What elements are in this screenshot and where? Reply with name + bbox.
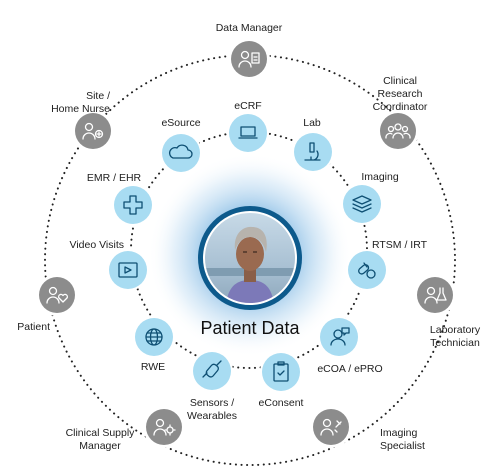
source-node-rwe xyxy=(133,316,175,358)
layers-icon xyxy=(352,195,372,213)
source-node-lab xyxy=(292,131,334,173)
source-label-rtsm-irt: RTSM / IRT xyxy=(372,239,428,251)
source-label-video-visits: Video Visits xyxy=(69,239,124,251)
source-label-rwe: RWE xyxy=(140,361,166,373)
role-node-imaging-specialist xyxy=(310,406,352,448)
source-label-lab: Lab xyxy=(303,117,321,129)
source-label-ecoa-epro: eCOA / ePRO xyxy=(317,363,383,375)
role-node-patient xyxy=(36,274,78,316)
person-lab-icon xyxy=(424,286,447,304)
wearable-icon xyxy=(202,360,222,378)
role-label-patient: Patient xyxy=(17,321,50,333)
cloud-icon xyxy=(169,144,193,159)
source-node-rtsm-irt xyxy=(346,249,388,291)
role-node-laboratory-technician xyxy=(414,274,456,316)
laptop-icon xyxy=(238,126,258,139)
source-node-sensors-wearables xyxy=(191,350,233,392)
role-label-data-manager: Data Manager xyxy=(215,22,283,34)
source-label-ecrf: eCRF xyxy=(234,100,262,112)
person-heart-icon xyxy=(46,286,68,304)
role-node-data-manager xyxy=(228,38,270,80)
role-node-clinical-supply-manager xyxy=(143,406,185,448)
source-label-imaging: Imaging xyxy=(361,171,399,183)
source-label-econsent: eConsent xyxy=(258,397,304,409)
source-node-esource xyxy=(160,132,202,174)
source-label-sensors-wearables: Sensors /Wearables xyxy=(187,397,237,422)
person-chat-icon xyxy=(330,327,350,346)
source-node-imaging xyxy=(341,183,383,225)
role-node-site-home-nurse xyxy=(72,110,114,152)
source-node-emr-ehr xyxy=(112,184,154,226)
outer-dotted-ring xyxy=(44,54,456,466)
person-plus-icon xyxy=(82,122,104,140)
center-title: Patient Data xyxy=(200,318,300,338)
person-gear-icon xyxy=(153,418,176,436)
source-label-esource: eSource xyxy=(161,117,201,129)
globe-icon xyxy=(145,328,163,346)
person-imaging-icon xyxy=(320,418,342,436)
role-label-site-home-nurse: Site /Home Nurse xyxy=(51,90,110,115)
source-node-video-visits xyxy=(107,249,149,291)
video-play-icon xyxy=(118,262,138,278)
role-node-clinical-research-coordinator xyxy=(377,110,419,152)
group-icon xyxy=(385,123,411,139)
medical-cross-icon xyxy=(123,195,143,215)
patient-photo xyxy=(204,212,296,304)
source-node-ecoa-epro xyxy=(318,316,360,358)
person-clipboard-icon xyxy=(238,50,260,68)
source-label-emr-ehr: EMR / EHR xyxy=(86,172,142,184)
source-node-econsent xyxy=(260,351,302,393)
source-node-ecrf xyxy=(227,112,269,154)
microscope-icon xyxy=(304,142,321,161)
pills-icon xyxy=(358,262,376,279)
clipboard-check-icon xyxy=(273,361,289,382)
